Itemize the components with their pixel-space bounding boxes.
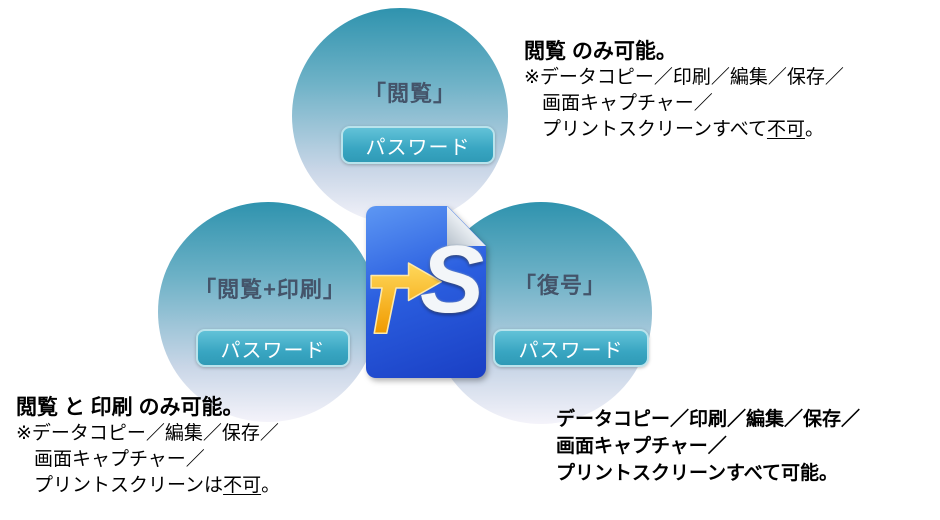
note-view-print-only: 閲覧 と 印刷 のみ可能。 ※データコピー／編集／保存／ 画面キャプチャー／ プ…: [16, 394, 280, 499]
circle-view-print: [158, 202, 378, 422]
password-badge-view-print: パスワード: [196, 329, 350, 367]
password-badge-view: パスワード: [341, 126, 495, 164]
letter-s: S: [419, 226, 484, 333]
note-view-only-line3-suffix: 。: [804, 119, 824, 140]
note-view-only: 閲覧 のみ可能。 ※データコピー／印刷／編集／保存／ 画面キャプチャー／ プリン…: [524, 38, 844, 143]
circle-view-label: 「閲覧」: [363, 81, 456, 106]
circle-decrypt-label: 「復号」: [513, 273, 606, 298]
password-badge-decrypt: パスワード: [493, 329, 649, 367]
password-badge-view-label: パスワード: [365, 136, 471, 159]
circle-view: [292, 8, 508, 224]
note-decrypt-line2: 画面キャプチャー／: [556, 436, 727, 457]
note-decrypt-line1: データコピー／印刷／編集／保存／: [556, 409, 861, 430]
note-view-print-line3: プリントスクリーンは不可。: [16, 473, 280, 499]
password-badge-view-print-label: パスワード: [220, 339, 326, 362]
note-view-only-line3-prefix: プリントスクリーンすべて: [542, 119, 767, 140]
note-view-print-heading: 閲覧 と 印刷 のみ可能。: [16, 396, 244, 419]
note-view-print-line1: ※データコピー／編集／保存／: [16, 423, 279, 444]
circle-view-print-label: 「閲覧+印刷」: [194, 277, 346, 302]
note-view-print-line3-suffix: 。: [261, 475, 281, 496]
letter-t-arrow-icon: [370, 262, 443, 334]
note-view-print-line2: 画面キャプチャー／: [34, 449, 205, 470]
note-view-print-line3-underlined: 不可: [223, 475, 262, 496]
note-view-only-line1: ※データコピー／印刷／編集／保存／: [524, 67, 844, 88]
note-view-only-line3: プリントスクリーンすべて不可。: [524, 117, 844, 143]
note-view-print-line3-prefix: プリントスクリーンは: [34, 475, 224, 496]
password-badge-decrypt-label: パスワード: [518, 339, 624, 362]
note-view-only-heading: 閲覧 のみ可能。: [524, 40, 677, 63]
note-decrypt-all: データコピー／印刷／編集／保存／ 画面キャプチャー／ プリントスクリーンすべて可…: [556, 406, 860, 487]
document-icon: S: [366, 206, 486, 378]
note-view-only-line2: 画面キャプチャー／: [542, 93, 713, 114]
note-decrypt-line3: プリントスクリーンすべて可能。: [556, 463, 838, 484]
note-view-only-line3-underlined: 不可: [766, 119, 805, 140]
